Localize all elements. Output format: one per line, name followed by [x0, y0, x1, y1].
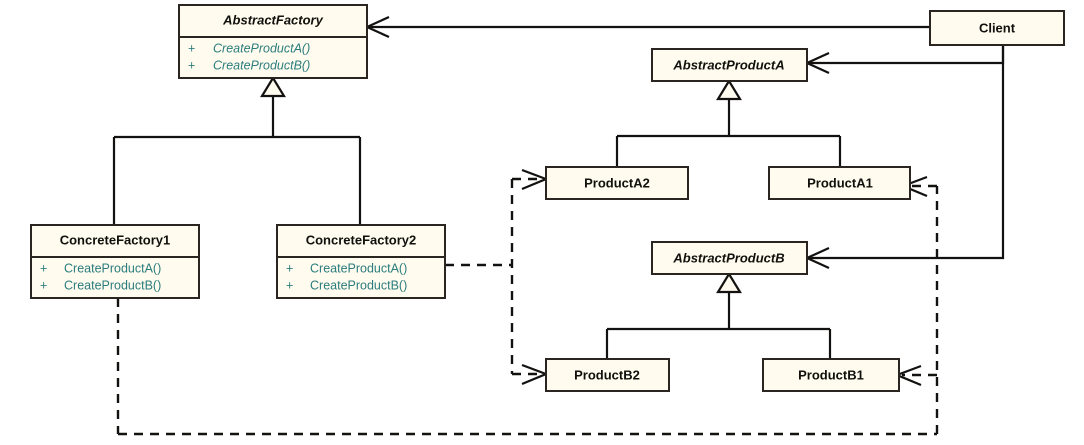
class-box-producta2[interactable]: ProductA2 — [545, 166, 689, 200]
abstractfactory-op-1-signature: CreateProductB() — [213, 58, 310, 72]
concretefactory2-op-0-signature: CreateProductA() — [310, 261, 407, 275]
concretefactory1-op-0-signature: CreateProductA() — [64, 261, 161, 275]
concretefactory2-name: ConcreteFactory2 — [306, 232, 417, 247]
generalization-triangle-abstractfactory — [260, 75, 286, 98]
edge-generalization-producta — [615, 78, 842, 167]
class-box-abstractproductb[interactable]: AbstractProductB — [651, 241, 808, 275]
abstractproductb-name: AbstractProductB — [672, 250, 784, 265]
concretefactory1-name: ConcreteFactory1 — [60, 232, 171, 247]
producta1-name: ProductA1 — [807, 175, 873, 190]
edge-generalization-productb — [605, 271, 832, 359]
concretefactory2-outline — [276, 224, 446, 299]
class-box-productb1[interactable]: ProductB1 — [762, 358, 900, 392]
productb2-name: ProductB2 — [574, 367, 640, 382]
generalization-triangle-abstractproducta — [716, 78, 742, 101]
concretefactory1-op-1-signature: CreateProductB() — [64, 278, 161, 292]
edge-client-to-abstractproductb — [804, 45, 1005, 270]
abstractproducta-outline — [651, 48, 808, 82]
concretefactory2-op-1-signature: CreateProductB() — [310, 278, 407, 292]
class-box-client[interactable]: Client — [929, 10, 1065, 46]
edge-dependency-concretefactory2 — [445, 168, 549, 386]
class-box-producta1[interactable]: ProductA1 — [768, 166, 911, 200]
edge-client-to-abstractfactory — [364, 15, 930, 39]
generalization-triangle-abstractproductb — [716, 271, 742, 294]
edge-client-to-abstractproducta — [804, 45, 1005, 75]
concretefactory1-outline — [30, 224, 200, 299]
abstractfactory-op-1-visibility: + — [188, 58, 195, 72]
abstractfactory-op-0-visibility: + — [188, 41, 195, 55]
edge-generalization-factories — [112, 75, 362, 225]
concretefactory1-op-0-visibility: + — [40, 261, 47, 275]
abstractfactory-outline — [178, 4, 368, 79]
class-box-productb2[interactable]: ProductB2 — [545, 358, 670, 392]
producta2-name: ProductA2 — [584, 175, 650, 190]
abstractfactory-op-0-signature: CreateProductA() — [213, 41, 310, 55]
class-box-abstractproducta[interactable]: AbstractProductA — [651, 48, 808, 82]
productb1-name: ProductB1 — [798, 367, 864, 382]
abstractproductb-outline — [651, 241, 808, 275]
concretefactory1-op-1-visibility: + — [40, 278, 47, 292]
abstractproducta-name: AbstractProductA — [672, 57, 784, 72]
client-outline — [929, 10, 1065, 46]
class-box-concretefactory1[interactable]: ConcreteFactory1 + CreateProductA() + Cr… — [30, 224, 200, 299]
productb1-outline — [762, 358, 900, 392]
producta1-outline — [768, 166, 911, 200]
class-box-abstractfactory[interactable]: AbstractFactory + CreateProductA() + Cre… — [178, 4, 368, 79]
client-name: Client — [979, 20, 1016, 35]
class-box-concretefactory2[interactable]: ConcreteFactory2 + CreateProductA() + Cr… — [276, 224, 446, 299]
productb2-outline — [545, 358, 670, 392]
producta2-outline — [545, 166, 689, 200]
edge-dependency-concretefactory1 — [116, 175, 939, 436]
concretefactory2-op-1-visibility: + — [286, 278, 293, 292]
concretefactory2-op-0-visibility: + — [286, 261, 293, 275]
abstractfactory-name: AbstractFactory — [222, 12, 323, 27]
